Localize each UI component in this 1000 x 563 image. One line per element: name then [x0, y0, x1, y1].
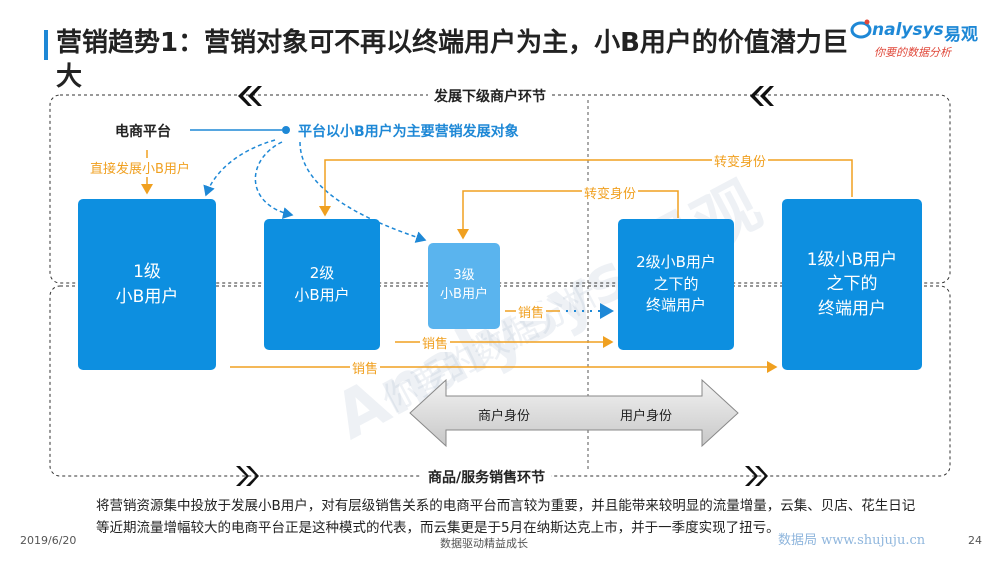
chevron-right-icon: [745, 466, 768, 486]
user-identity-label: 用户身份: [620, 409, 673, 424]
section-bottom-frame: [49, 285, 951, 477]
logo-a-icon: [850, 19, 872, 39]
level2-small-b-box: 2级 小B用户: [264, 219, 380, 350]
sales-label-level1: 销售: [350, 358, 381, 377]
chevron-left-icon: [238, 86, 262, 106]
level2-end-user-box: 2级小B用户 之下的 终端用户: [618, 219, 734, 350]
direct-develop-label: 直接发展小B用户: [88, 158, 192, 177]
footer-slogan: 数据驱动精益成长: [440, 537, 528, 550]
transform-inner-label: 转变身份: [582, 183, 639, 202]
chevron-left-icon: [750, 86, 774, 106]
section-bottom-label: 商品/服务销售环节: [422, 467, 552, 487]
identity-arrow: [409, 378, 739, 448]
title-accent-bar: [44, 30, 48, 60]
page-title: 营销趋势1：营销对象可不再以终端用户为主，小B用户的价值潜力巨大: [56, 28, 848, 92]
logo-slogan: 你要的数据分析: [874, 46, 951, 59]
chevron-right-icon: [236, 466, 259, 486]
merchant-identity-label: 商户身份: [478, 409, 531, 424]
analysys-logo: nalysys 易观 你要的数据分析: [850, 19, 982, 64]
footer-date: 2019/6/20: [20, 534, 77, 547]
page-number: 24: [968, 534, 982, 547]
level3-small-b-box: 3级 小B用户: [428, 243, 500, 329]
main-strategy-label: 平台以小B用户为主要营销发展对象: [298, 124, 519, 140]
summary-paragraph: 将营销资源集中投放于发展小B用户，对有层级销售关系的电商平台而言较为重要，并且能…: [96, 498, 916, 536]
level1-end-user-box: 1级小B用户 之下的 终端用户: [782, 199, 922, 370]
logo-brand-text: nalysys: [872, 20, 944, 40]
section-top-label: 发展下级商户环节: [428, 86, 552, 106]
bullet-icon: [282, 126, 290, 134]
sales-label-level2: 销售: [420, 333, 451, 352]
level1-small-b-box: 1级 小B用户: [78, 199, 216, 370]
logo-cn-text: 易观: [944, 25, 978, 45]
transform-outer-label: 转变身份: [712, 151, 769, 170]
sales-label-level3: 销售: [516, 302, 547, 321]
ecommerce-platform-label: 电商平台: [115, 124, 171, 140]
footer-watermark-url: 数据局 www.shujuju.cn: [778, 533, 926, 548]
